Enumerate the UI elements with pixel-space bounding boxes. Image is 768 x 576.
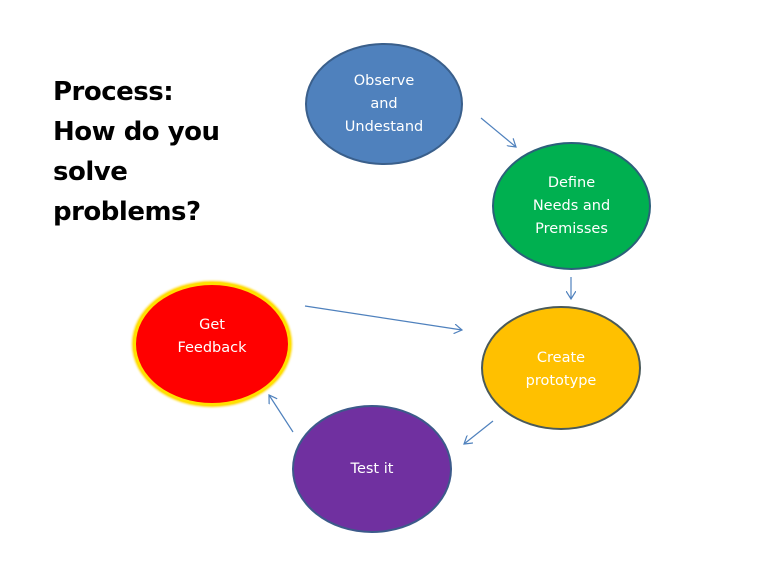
title-line: Process: (53, 77, 174, 107)
node-create-prototype: Create prototype (481, 306, 641, 430)
slide-title: Process: How do you solve problems? (53, 72, 220, 232)
node-label-line: Test it (350, 460, 394, 477)
node-label-line: prototype (525, 373, 597, 389)
node-observe-and-understand: Observe and Undestand (305, 43, 463, 165)
node-label: Define Needs and Premisses (533, 172, 610, 241)
node-define-needs: Define Needs and Premisses (492, 142, 651, 270)
node-label-line: Premisses (535, 220, 608, 237)
arrow-observe-to-define (480, 117, 516, 147)
node-label-line: Needs and (532, 197, 611, 214)
node-label-line: Undestand (344, 118, 424, 135)
node-label: Test it (351, 458, 394, 481)
node-label-line: Get (199, 317, 225, 333)
node-label-line: Define (547, 174, 596, 191)
node-label-line: Feedback (177, 340, 247, 356)
node-label: Get Feedback (177, 314, 246, 360)
title-line: problems? (53, 197, 201, 227)
arrow-create-to-test (464, 420, 494, 444)
arrow-test-to-feedback (269, 395, 294, 433)
node-label: Create prototype (526, 347, 597, 393)
node-test-it: Test it (292, 405, 452, 533)
node-label-line: Observe (353, 72, 415, 89)
title-line: How do you (53, 117, 220, 147)
node-get-feedback: Get Feedback (133, 282, 291, 406)
title-line: solve (53, 157, 128, 187)
node-label-line: Create (536, 350, 586, 366)
node-label: Observe and Undestand (345, 70, 423, 139)
node-label-line: and (370, 95, 398, 112)
arrow-feedback-to-create (304, 305, 462, 330)
